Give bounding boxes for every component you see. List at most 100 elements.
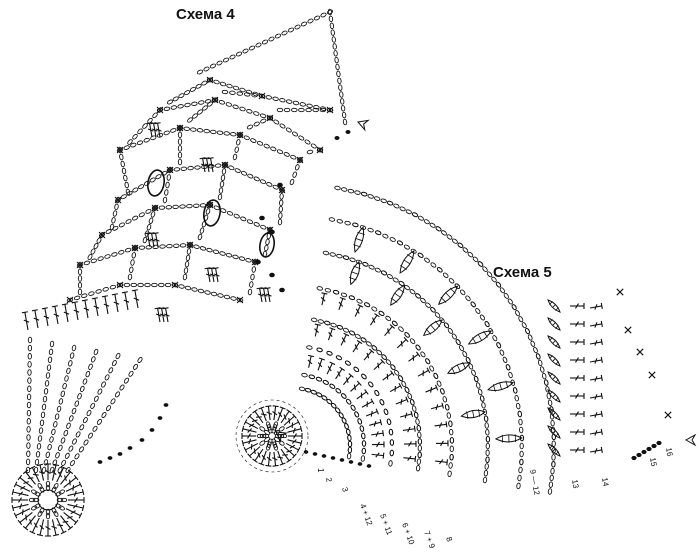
chain-stitch-oval bbox=[348, 295, 355, 301]
chain-stitch-oval bbox=[39, 507, 45, 514]
double-crochet-stitch bbox=[417, 367, 431, 377]
double-crochet-stitch bbox=[371, 430, 385, 437]
chain-stitch-oval bbox=[510, 379, 516, 386]
chain-stitch-oval bbox=[430, 262, 437, 268]
chain-stitch-oval bbox=[195, 83, 202, 89]
chain-stitch-oval bbox=[310, 389, 317, 395]
double-crochet-stitch bbox=[81, 299, 90, 319]
chain-stitch-oval bbox=[499, 349, 505, 356]
leaf-cluster bbox=[547, 371, 561, 385]
chain-stitch-oval bbox=[385, 359, 392, 365]
chain-stitch-oval bbox=[272, 424, 278, 431]
chain-stitch-oval bbox=[341, 417, 347, 424]
cluster-ticks bbox=[549, 301, 559, 311]
chain-stitch-oval bbox=[385, 315, 392, 322]
chain-stitch-oval bbox=[294, 164, 300, 171]
chain-stitch-oval bbox=[299, 102, 307, 107]
leaf-cluster bbox=[349, 260, 360, 286]
chain-stitch-oval bbox=[26, 450, 31, 458]
chain-stitch-oval bbox=[519, 450, 524, 458]
chain-stitch-oval bbox=[347, 440, 353, 448]
chain-stitch-oval bbox=[253, 176, 260, 182]
chain-stitch-oval bbox=[44, 380, 50, 387]
chain-stitch-oval bbox=[222, 161, 228, 169]
chain-stitch-oval bbox=[283, 152, 290, 157]
chain-stitch-oval bbox=[258, 93, 266, 99]
chain-stitch-oval bbox=[212, 97, 218, 103]
chain-stitch-oval bbox=[527, 334, 533, 341]
chain-stitch-oval bbox=[417, 431, 422, 439]
chain-stitch-oval bbox=[93, 242, 99, 250]
chain-stitch-oval bbox=[74, 453, 80, 460]
chain-stitch-oval bbox=[243, 135, 250, 141]
chain-stitch-oval bbox=[455, 339, 461, 346]
slip-stitch-dot bbox=[303, 450, 309, 454]
chain-stitch-oval bbox=[121, 167, 127, 175]
chain-stitch-oval bbox=[183, 267, 189, 274]
row-number-label: 4 + 12 bbox=[358, 503, 374, 528]
chain-stitch-oval bbox=[389, 237, 396, 242]
chain-stitch-oval bbox=[79, 385, 85, 393]
double-crochet-stitch bbox=[314, 323, 321, 337]
cluster-ticks bbox=[549, 391, 559, 401]
chain-stitch-oval bbox=[178, 284, 185, 289]
chain-stitch-oval bbox=[496, 342, 502, 349]
double-crochet-stitch bbox=[283, 446, 297, 459]
chain-stitch-oval bbox=[514, 394, 519, 402]
chain-stitch-oval bbox=[201, 80, 208, 86]
chain-stitch-oval bbox=[276, 149, 284, 155]
chain-stitch-oval bbox=[519, 434, 525, 442]
chain-stitch-oval bbox=[164, 282, 172, 288]
chain-stitch-oval bbox=[308, 374, 315, 380]
chain-stitch-oval bbox=[144, 282, 151, 288]
chain-stitch-oval bbox=[193, 244, 200, 249]
chain-stitch-oval bbox=[465, 295, 471, 302]
leaf-cluster bbox=[494, 434, 523, 443]
chain-stitch-oval bbox=[101, 381, 106, 388]
chain-stitch-oval bbox=[74, 400, 80, 407]
chain-stitch-oval bbox=[451, 333, 457, 340]
chain-stitch-oval bbox=[180, 166, 188, 171]
chain-stitch-oval bbox=[147, 117, 153, 124]
chain-stitch-oval bbox=[216, 130, 224, 135]
chain-stitch-oval bbox=[482, 266, 488, 273]
chain-stitch-oval bbox=[81, 293, 88, 298]
chain-stitch-oval bbox=[42, 395, 48, 403]
chain-stitch-oval bbox=[66, 367, 71, 375]
chain-stitch-oval bbox=[68, 360, 73, 367]
leaf-cluster bbox=[547, 353, 561, 367]
chain-stitch-oval bbox=[492, 335, 498, 342]
chain-stitch-oval bbox=[177, 158, 183, 166]
chain-stitch-oval bbox=[145, 208, 152, 214]
chain-stitch-oval bbox=[346, 452, 352, 460]
chain-stitch-oval bbox=[58, 489, 65, 495]
double-crochet-stitch bbox=[148, 232, 156, 248]
chain-stitch-oval bbox=[475, 382, 481, 389]
chain-stitch-oval bbox=[184, 102, 191, 108]
chain-stitch-oval bbox=[410, 399, 415, 406]
chain-stitch-oval bbox=[187, 117, 193, 123]
chain-stitch-oval bbox=[199, 227, 205, 234]
chain-stitch-oval bbox=[151, 205, 159, 211]
single-crochet-cross bbox=[66, 296, 74, 304]
leaf-cluster bbox=[390, 284, 405, 306]
chain-stitch-oval bbox=[347, 188, 355, 194]
double-crochet-stitch bbox=[272, 405, 279, 421]
chain-stitch-oval bbox=[26, 393, 32, 401]
chain-stitch-oval bbox=[99, 231, 105, 239]
chain-stitch-oval bbox=[186, 203, 193, 209]
chain-stitch-oval bbox=[137, 357, 143, 363]
slip-stitch-dot bbox=[117, 452, 123, 456]
slip-stitch-dot bbox=[279, 287, 285, 293]
chain-stitch-oval bbox=[517, 474, 522, 482]
chain-stitch-oval bbox=[88, 291, 95, 296]
chain-stitch-oval bbox=[324, 320, 331, 326]
chain-stitch-oval bbox=[479, 395, 485, 402]
single-crochet-cross bbox=[116, 281, 124, 289]
chain-stitch-oval bbox=[340, 98, 345, 105]
double-crochet-stitch bbox=[369, 313, 380, 326]
cluster-ticks bbox=[549, 319, 559, 329]
chain-stitch-oval bbox=[380, 270, 388, 276]
chain-stitch-oval bbox=[300, 21, 308, 27]
chain-stitch-oval bbox=[484, 422, 489, 429]
